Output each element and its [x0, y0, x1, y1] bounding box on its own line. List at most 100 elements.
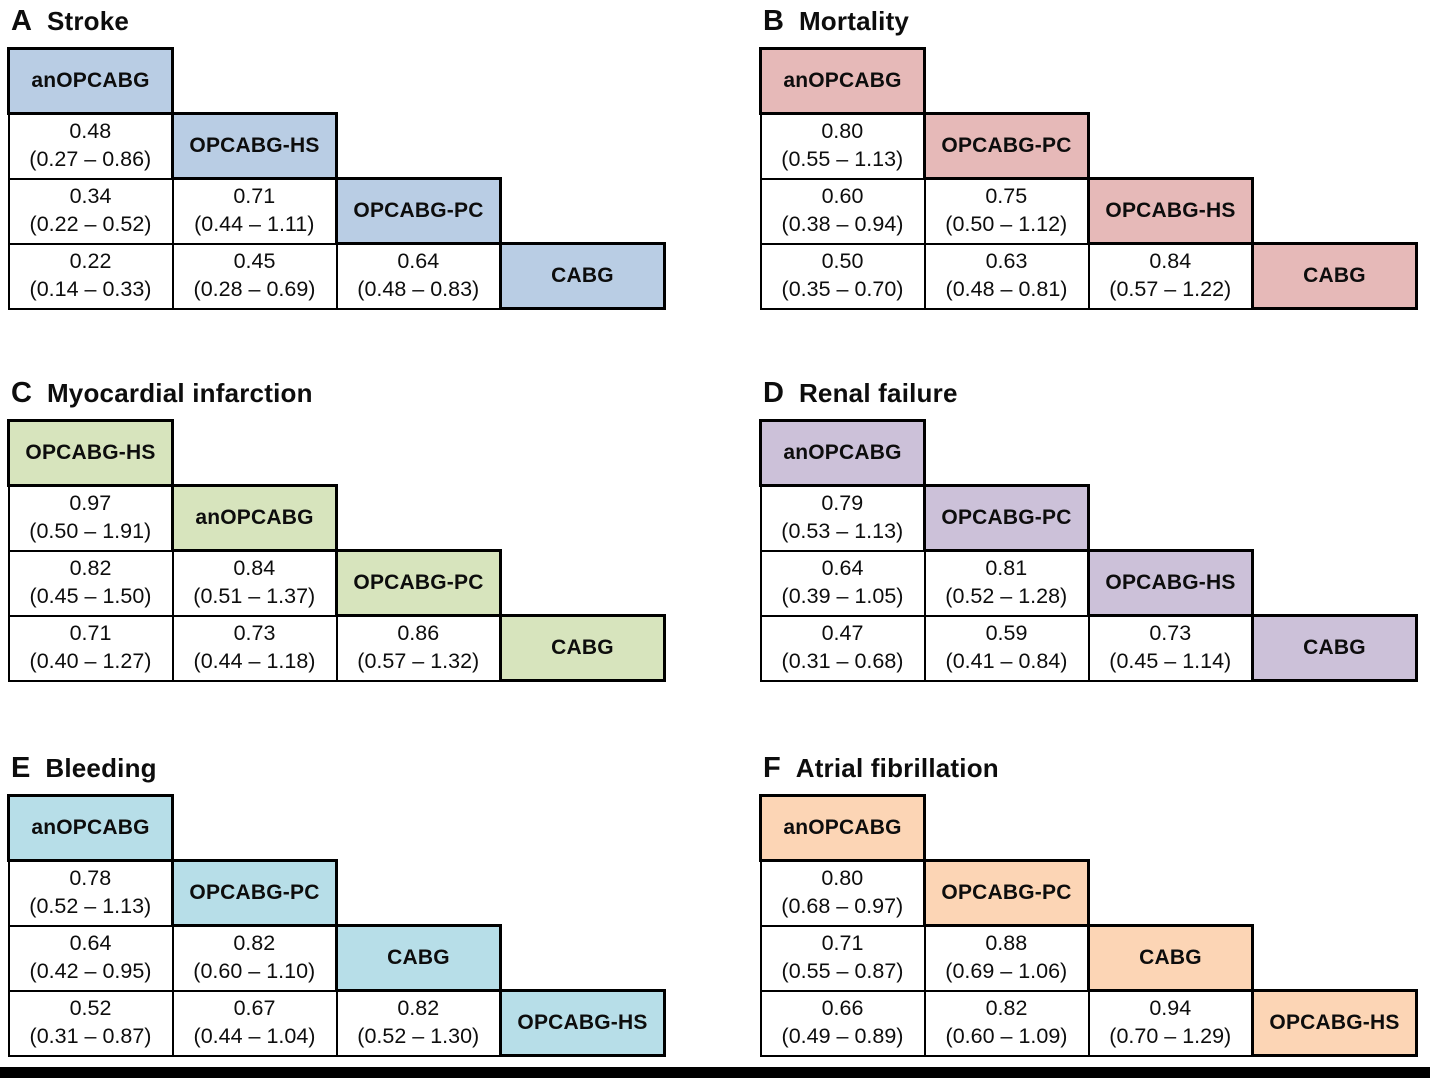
- table-row: anOPCABG: [7, 794, 665, 862]
- panel-renal-failure: D Renal failure anOPCABG 0.79 (0.53 – 1.…: [751, 376, 1418, 682]
- estimate: 0.64: [69, 931, 112, 956]
- estimate: 0.22: [69, 249, 112, 274]
- table-row: anOPCABG: [759, 794, 1417, 862]
- estimate: 0.63: [985, 249, 1028, 274]
- panel-stroke: A Stroke anOPCABG 0.48 (0.27 – 0.86) OPC…: [7, 4, 666, 310]
- panel-title: F Atrial fibrillation: [763, 751, 1418, 785]
- empty-cell: [173, 421, 337, 486]
- comparison-cell: 0.59 (0.41 – 0.84): [923, 614, 1090, 682]
- empty-cell: [1253, 179, 1417, 244]
- panel-letter: A: [11, 5, 32, 37]
- estimate: 0.80: [821, 866, 864, 891]
- league-table-stroke: anOPCABG 0.48 (0.27 – 0.86) OPCABG-HS 0.…: [7, 47, 666, 310]
- table-row: 0.47 (0.31 – 0.68) 0.59 (0.41 – 0.84) 0.…: [759, 614, 1418, 682]
- empty-cell: [501, 421, 665, 486]
- comparison-cell: 0.75 (0.50 – 1.12): [923, 177, 1090, 245]
- confidence-interval: (0.35 – 0.70): [781, 277, 904, 301]
- treatment-cell: OPCABG-HS: [171, 112, 338, 180]
- empty-cell: [1253, 796, 1417, 861]
- confidence-interval: (0.55 – 0.87): [781, 959, 904, 983]
- empty-cell: [337, 861, 501, 926]
- table-row: 0.50 (0.35 – 0.70) 0.63 (0.48 – 0.81) 0.…: [759, 242, 1418, 310]
- treatment-cell: OPCABG-HS: [1251, 989, 1418, 1057]
- confidence-interval: (0.42 – 0.95): [29, 959, 152, 983]
- panel-atrial-fibrillation: F Atrial fibrillation anOPCABG 0.80 (0.6…: [751, 751, 1418, 1057]
- estimate: 0.71: [69, 621, 112, 646]
- panel-letter: E: [11, 752, 31, 784]
- comparison-cell: 0.60 (0.38 – 0.94): [759, 177, 926, 245]
- estimate: 0.97: [69, 491, 112, 516]
- estimate: 0.60: [821, 184, 864, 209]
- panel-myocardial-infarction: C Myocardial infarction OPCABG-HS 0.97 (…: [7, 376, 666, 682]
- league-table-myocardial-infarction: OPCABG-HS 0.97 (0.50 – 1.91) anOPCABG 0.…: [7, 419, 666, 682]
- panel-title-text: Stroke: [46, 6, 130, 36]
- empty-cell: [337, 486, 501, 551]
- estimate: 0.64: [821, 556, 864, 581]
- comparison-cell: 0.81 (0.52 – 1.28): [923, 549, 1090, 617]
- empty-cell: [337, 796, 501, 861]
- comparison-cell: 0.80 (0.55 – 1.13): [759, 112, 926, 180]
- treatment-cell: CABG: [499, 242, 666, 310]
- table-row: 0.79 (0.53 – 1.13) OPCABG-PC: [759, 484, 1417, 552]
- estimate: 0.59: [985, 621, 1028, 646]
- empty-cell: [501, 49, 665, 114]
- confidence-interval: (0.49 – 0.89): [781, 1024, 904, 1048]
- treatment-cell: anOPCABG: [7, 47, 174, 115]
- comparison-cell: 0.78 (0.52 – 1.13): [7, 859, 174, 927]
- confidence-interval: (0.68 – 0.97): [781, 894, 904, 919]
- comparison-cell: 0.64 (0.42 – 0.95): [7, 924, 174, 992]
- treatment-cell: OPCABG-HS: [499, 989, 666, 1057]
- panel-title: D Renal failure: [763, 376, 1418, 410]
- comparison-cell: 0.73 (0.45 – 1.14): [1087, 614, 1254, 682]
- panel-letter: D: [763, 377, 784, 409]
- comparison-cell: 0.50 (0.35 – 0.70): [759, 242, 926, 310]
- table-row: 0.52 (0.31 – 0.87) 0.67 (0.44 – 1.04) 0.…: [7, 989, 666, 1057]
- comparison-cell: 0.71 (0.55 – 0.87): [759, 924, 926, 992]
- treatment-cell: OPCABG-PC: [923, 859, 1090, 927]
- table-row: 0.82 (0.45 – 1.50) 0.84 (0.51 – 1.37) OP…: [7, 549, 665, 617]
- panel-title: B Mortality: [763, 4, 1418, 38]
- empty-cell: [1253, 551, 1417, 616]
- table-row: anOPCABG: [759, 419, 1417, 487]
- confidence-interval: (0.60 – 1.09): [945, 1024, 1068, 1048]
- table-row: 0.97 (0.50 – 1.91) anOPCABG: [7, 484, 665, 552]
- confidence-interval: (0.51 – 1.37): [193, 584, 316, 609]
- treatment-cell: anOPCABG: [759, 47, 926, 115]
- estimate: 0.86: [397, 621, 440, 646]
- estimate: 0.67: [233, 996, 276, 1021]
- confidence-interval: (0.40 – 1.27): [29, 649, 152, 673]
- table-row: 0.80 (0.55 – 1.13) OPCABG-PC: [759, 112, 1417, 180]
- comparison-cell: 0.64 (0.39 – 1.05): [759, 549, 926, 617]
- empty-cell: [1089, 486, 1253, 551]
- table-row: 0.71 (0.55 – 0.87) 0.88 (0.69 – 1.06) CA…: [759, 924, 1417, 992]
- confidence-interval: (0.44 – 1.18): [193, 649, 316, 673]
- empty-cell: [337, 49, 501, 114]
- confidence-interval: (0.70 – 1.29): [1109, 1024, 1232, 1049]
- comparison-cell: 0.64 (0.48 – 0.83): [335, 242, 502, 310]
- estimate: 0.82: [397, 996, 440, 1021]
- table-row: anOPCABG: [759, 47, 1417, 115]
- treatment-cell: CABG: [499, 614, 666, 682]
- estimate: 0.84: [1149, 249, 1192, 274]
- comparison-cell: 0.22 (0.14 – 0.33): [7, 242, 174, 310]
- table-row: 0.48 (0.27 – 0.86) OPCABG-HS: [7, 112, 665, 180]
- empty-cell: [173, 796, 337, 861]
- estimate: 0.79: [821, 491, 864, 516]
- confidence-interval: (0.55 – 1.13): [781, 147, 904, 172]
- confidence-interval: (0.52 – 1.30): [357, 1024, 480, 1049]
- treatment-cell: OPCABG-HS: [1087, 549, 1254, 617]
- confidence-interval: (0.52 – 1.13): [29, 894, 152, 919]
- confidence-interval: (0.44 – 1.04): [193, 1024, 316, 1048]
- empty-cell: [173, 49, 337, 114]
- estimate: 0.48: [69, 119, 112, 144]
- table-row: 0.80 (0.68 – 0.97) OPCABG-PC: [759, 859, 1417, 927]
- confidence-interval: (0.60 – 1.10): [193, 959, 316, 984]
- comparison-cell: 0.66 (0.49 – 0.89): [759, 989, 926, 1057]
- panel-mortality: B Mortality anOPCABG 0.80 (0.55 – 1.13) …: [751, 4, 1418, 310]
- empty-cell: [925, 49, 1089, 114]
- table-row: 0.71 (0.40 – 1.27) 0.73 (0.44 – 1.18) 0.…: [7, 614, 666, 682]
- estimate: 0.71: [821, 931, 864, 956]
- comparison-cell: 0.45 (0.28 – 0.69): [171, 242, 338, 310]
- estimate: 0.80: [821, 119, 864, 144]
- comparison-cell: 0.82 (0.52 – 1.30): [335, 989, 502, 1057]
